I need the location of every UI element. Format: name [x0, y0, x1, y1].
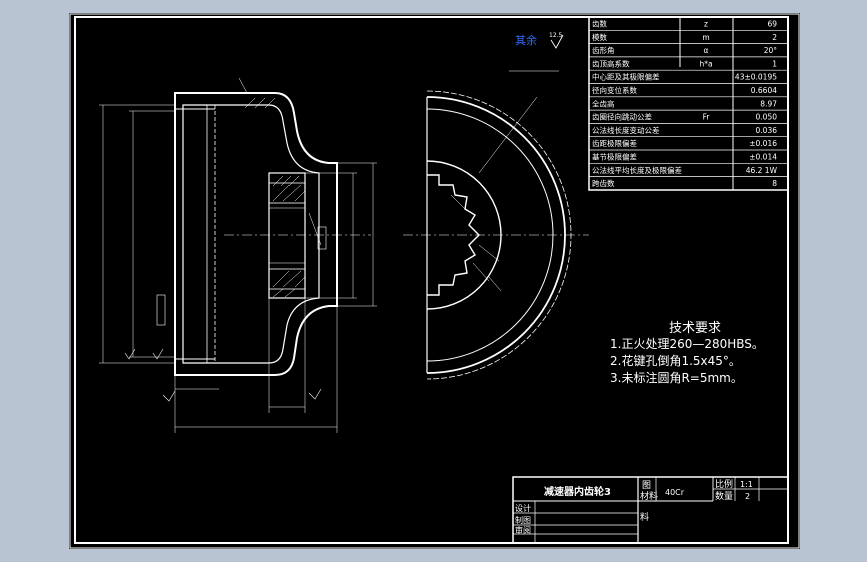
- param-value: 1: [772, 59, 777, 68]
- param-name: 公法线平均长度及极限偏差: [592, 165, 682, 175]
- param-name: 齿距极限偏差: [592, 138, 637, 148]
- param-name: 齿形角: [592, 45, 615, 55]
- tech-req-item: 3.未标注圆角R=5mm。: [610, 370, 743, 385]
- param-value: 0.6604: [751, 86, 777, 95]
- quantity-label: 数量: [715, 490, 733, 502]
- tech-req-title: 技术要求: [669, 321, 721, 336]
- param-symbol: z: [704, 20, 708, 29]
- surface-finish-label: 其余: [515, 33, 537, 47]
- param-name: 齿圈径向跳动公差: [592, 112, 652, 122]
- param-value: 20°: [764, 46, 778, 55]
- material-label: 材料: [640, 490, 658, 502]
- param-name: 跨齿数: [592, 178, 615, 188]
- outer-frame: [69, 13, 800, 549]
- param-symbol: Fr: [703, 113, 711, 122]
- tech-req-item: 1.正火处理260—280HBS。: [610, 337, 764, 351]
- sheet-label: 料: [640, 511, 649, 523]
- param-value: 43±0.0195: [735, 73, 777, 82]
- drawing-label: 制图: [515, 515, 531, 525]
- ratio-label: 比例: [715, 478, 733, 490]
- material-value: 40Cr: [665, 488, 685, 497]
- param-value: ±0.014: [749, 153, 777, 162]
- ratio-value: 1:1: [740, 480, 753, 489]
- param-name: 基节极限偏差: [592, 152, 637, 162]
- param-value: 46.2 1W: [746, 166, 778, 175]
- drawing-sheet: 齿数 z 69 模数 m 2 齿形角 α 20° 齿顶高系数 h*a 1 中心距及其极限偏差 43±0.0…: [69, 13, 800, 549]
- title-block: 减速器内齿轮3 图 材料 40Cr 比例 1:1 数量 2 料 设计 制图 审阅: [512, 476, 789, 544]
- cad-drawing: 齿数 z 69 模数 m 2 齿形角 α 20° 齿顶高系数 h*a 1 中心距及其极限偏差 43±0.0…: [69, 13, 800, 549]
- outer-rim-arc: [426, 96, 566, 374]
- tech-req-item: 2.花键孔倒角1.5x45°。: [610, 353, 741, 368]
- spline-hole-profile: [427, 174, 480, 296]
- param-symbol: h*a: [699, 59, 712, 68]
- param-value: ±0.016: [749, 139, 777, 148]
- part-name: 减速器内齿轮3: [544, 485, 611, 498]
- technical-requirements: 技术要求 1.正火处理260—280HBS。 2.花键孔倒角1.5x45°。 3…: [610, 321, 764, 385]
- design-label: 设计: [515, 503, 531, 513]
- param-value: 8: [772, 179, 777, 188]
- gear-section-view: [99, 77, 377, 433]
- param-name: 公法线长度变动公差: [592, 125, 660, 135]
- parameter-table: [588, 16, 789, 191]
- quantity-value: 2: [745, 492, 750, 501]
- surface-finish-value: 12.5: [549, 32, 563, 39]
- param-value: 0.050: [756, 113, 778, 122]
- param-name: 中心距及其极限偏差: [592, 72, 660, 82]
- inner-border: [74, 16, 789, 544]
- param-value: 2: [772, 33, 777, 42]
- param-symbol: α: [704, 46, 709, 55]
- figure-label: 图: [642, 480, 651, 491]
- section-outline: [174, 92, 338, 376]
- param-symbol: m: [702, 33, 709, 42]
- param-value: 0.036: [756, 126, 778, 135]
- param-name: 齿顶高系数: [592, 58, 630, 68]
- param-value: 8.97: [760, 99, 777, 108]
- surface-finish-note: 其余 12.5: [515, 32, 564, 49]
- parameter-rows: 齿数 z 69 模数 m 2 齿形角 α 20° 齿顶高系数 h*a 1 中心距及其极限偏差 43±0.0…: [589, 19, 788, 188]
- param-name: 齿数: [592, 19, 607, 29]
- review-label: 审阅: [515, 525, 531, 535]
- param-name: 全齿高: [592, 98, 615, 108]
- gear-front-view: [403, 70, 589, 380]
- param-name: 模数: [592, 32, 607, 42]
- param-value: 69: [767, 20, 777, 29]
- param-name: 径向变位系数: [592, 85, 637, 95]
